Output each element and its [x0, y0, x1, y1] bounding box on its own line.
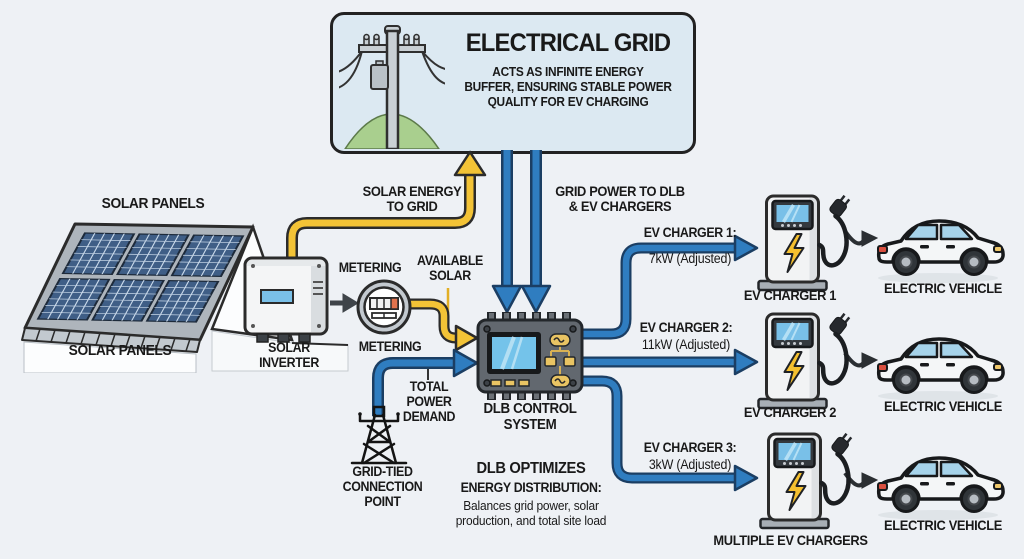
- metering-icon: [355, 278, 413, 336]
- solar-to-grid-arrow: [286, 150, 487, 272]
- dlb-to-charger2-arrow: [580, 348, 759, 376]
- solar-panels-label-bottom: SOLAR PANELS: [68, 342, 172, 359]
- charger2-callout-title: EV CHARGER 2:: [639, 320, 733, 335]
- dlb-to-charger3-arrow: [580, 375, 759, 492]
- grid-box-title: ELECTRICAL GRID: [465, 29, 671, 57]
- charger3-callout-title: EV CHARGER 3:: [643, 440, 737, 455]
- available-solar-arrow: [408, 288, 479, 352]
- ev-charger-2-icon: [750, 310, 855, 410]
- charger2-label: EV CHARGER 2: [743, 404, 837, 420]
- metering-label-bottom: METERING: [358, 339, 422, 354]
- dlb-control-system-icon: [474, 312, 586, 400]
- charger3-callout-value: 3kW (Adjusted): [648, 457, 732, 472]
- inverter-to-meter-arrow: [330, 293, 359, 313]
- dlb-note-body: Balances grid power, solar production, a…: [455, 498, 607, 528]
- metering-label-top: METERING: [338, 260, 402, 275]
- electrical-grid-box: ELECTRICAL GRID ACTS AS INFINITE ENERGY …: [330, 12, 696, 154]
- grid-tied-tower-icon: [344, 402, 414, 466]
- grid-box-subtitle: ACTS AS INFINITE ENERGY BUFFER, ENSURING…: [464, 65, 672, 109]
- charger1-label: EV CHARGER 1: [743, 287, 837, 303]
- solar-panels-label-top: SOLAR PANELS: [101, 195, 205, 212]
- charger3-label: MULTIPLE EV CHARGERS: [713, 532, 868, 548]
- charger1-callout-value: 7kW (Adjusted): [648, 251, 732, 266]
- ev-charger-3-icon: [752, 430, 857, 530]
- solar-inverter-icon: [243, 252, 338, 344]
- charger1-callout-title: EV CHARGER 1:: [643, 225, 737, 240]
- grid-power-label: GRID POWER TO DLB& EV CHARGERS: [555, 183, 685, 215]
- utility-pole-icon: [339, 21, 445, 149]
- vehicle2-label: ELECTRIC VEHICLE: [884, 398, 1002, 414]
- electric-vehicle-3-icon: [866, 441, 1016, 521]
- charger2-callout-value: 11kW (Adjusted): [641, 337, 731, 352]
- vehicle3-label: ELECTRIC VEHICLE: [884, 517, 1002, 533]
- electric-vehicle-1-icon: [866, 204, 1016, 284]
- dlb-note-subtitle: ENERGY DISTRIBUTION:: [460, 480, 602, 495]
- electric-vehicle-2-icon: [866, 322, 1016, 402]
- total-power-demand-arrow: [372, 348, 479, 416]
- ev-charger-1-icon: [750, 192, 855, 292]
- dlb-to-charger1-arrow: [580, 234, 759, 340]
- vehicle1-label: ELECTRIC VEHICLE: [884, 280, 1002, 296]
- grid-power-arrows: [491, 150, 552, 314]
- dlb-note-title: DLB OPTIMIZES: [476, 460, 586, 477]
